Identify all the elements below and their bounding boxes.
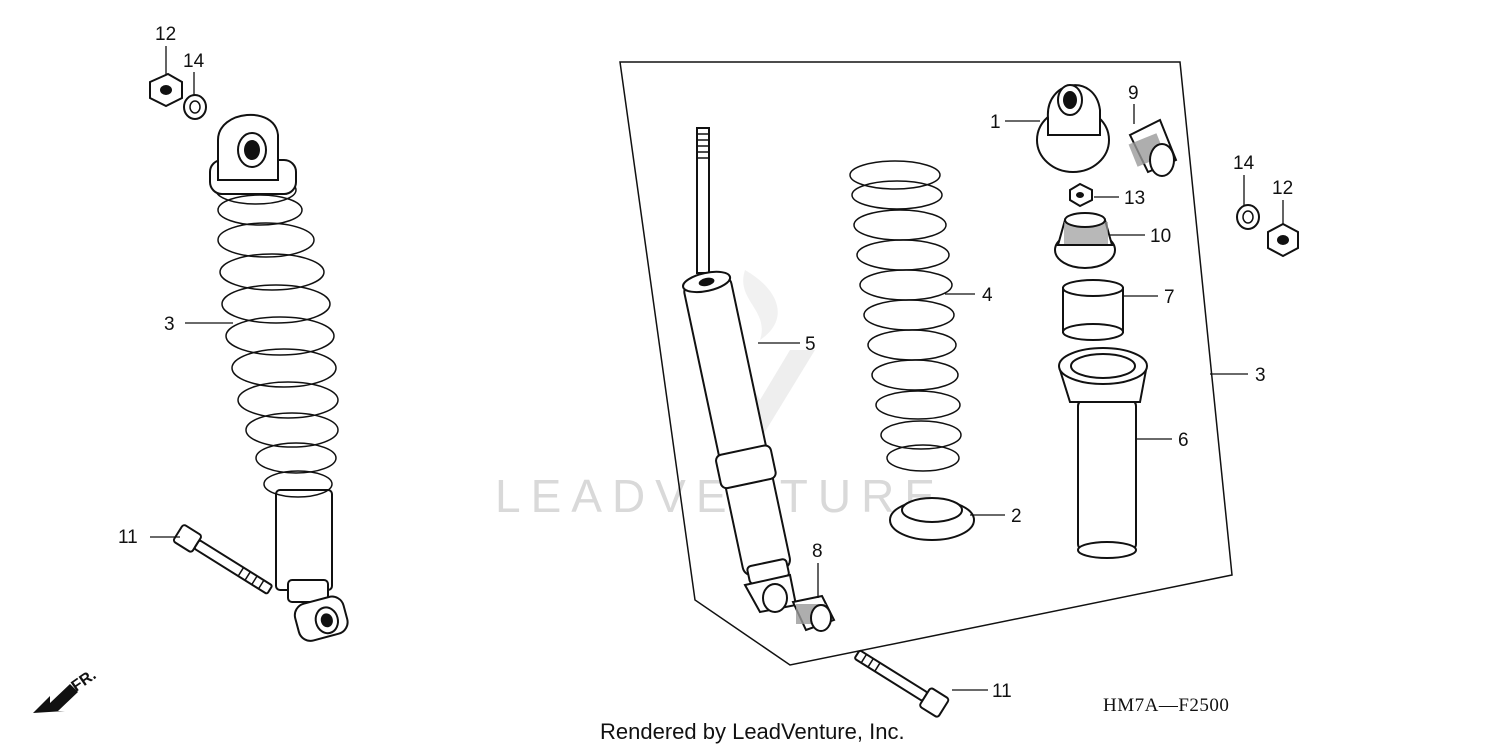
nut-12-right xyxy=(1267,222,1299,258)
nut-13 xyxy=(1069,182,1093,208)
spring-seat-2 xyxy=(889,497,975,541)
bolt-11-bottom xyxy=(854,649,950,718)
callout-6: 6 xyxy=(1178,430,1189,451)
washer-14-left xyxy=(183,94,207,120)
callout-12-right: 12 xyxy=(1272,178,1293,199)
bushing-8 xyxy=(791,594,836,632)
exploded-view-boundary xyxy=(619,61,1233,666)
callout-11-left: 11 xyxy=(118,527,138,548)
bump-rubber-10 xyxy=(1054,212,1116,269)
washer-14-right xyxy=(1236,204,1260,230)
assembled-shock-absorber xyxy=(209,113,349,642)
collar-7 xyxy=(1062,279,1124,341)
callout-12-left: 12 xyxy=(155,24,176,45)
callout-10: 10 xyxy=(1150,226,1171,247)
callout-13: 13 xyxy=(1124,188,1145,209)
render-credit: Rendered by LeadVenture, Inc. xyxy=(600,719,905,744)
callout-9: 9 xyxy=(1128,83,1139,104)
spring-4 xyxy=(849,160,962,472)
callout-4: 4 xyxy=(982,285,993,306)
callout-3-right: 3 xyxy=(1255,365,1266,386)
dust-cover-6 xyxy=(1058,347,1148,559)
callout-7: 7 xyxy=(1164,287,1175,308)
callout-3-left: 3 xyxy=(164,314,175,335)
diagram-code: HM7A—F2500 xyxy=(1103,695,1229,716)
callout-5: 5 xyxy=(805,334,816,355)
front-direction-arrow-icon xyxy=(33,684,78,713)
nut-12-left xyxy=(149,72,183,108)
damper-rod-5 xyxy=(682,127,798,614)
watermark-text: LEADVENTURE xyxy=(495,470,945,522)
callout-14-left: 14 xyxy=(183,51,205,72)
bushing-9 xyxy=(1128,118,1178,177)
callout-8: 8 xyxy=(812,541,823,562)
callout-11-bottom: 11 xyxy=(992,681,1012,702)
callout-14-right: 14 xyxy=(1233,153,1255,174)
upper-joint-1 xyxy=(1036,84,1110,173)
bolt-11-left xyxy=(172,524,273,595)
callout-1: 1 xyxy=(990,112,1001,133)
callout-2: 2 xyxy=(1011,506,1022,527)
